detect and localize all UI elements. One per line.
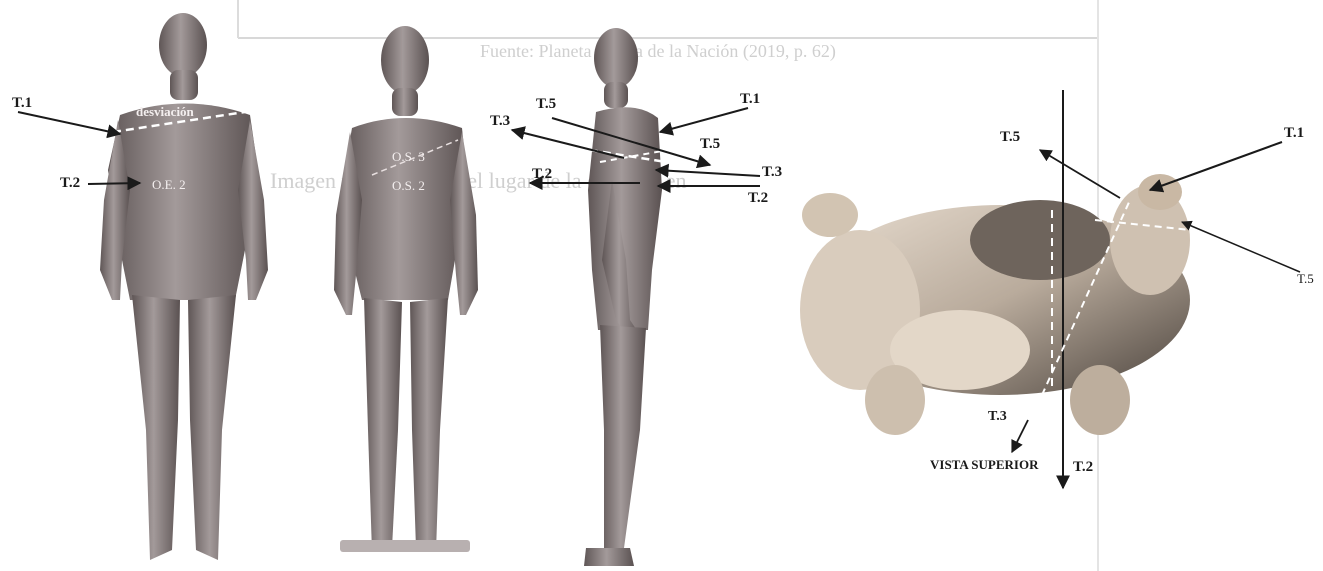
side-t2-arrow-a [656,170,760,176]
front-exit3-label: O.S. 3 [392,150,425,163]
back-view-figure [100,13,268,560]
top-t1-arrow [1150,142,1282,190]
top-label-t1: T.1 [1284,126,1304,141]
top-label-t3: T.3 [988,410,1007,424]
side-label-t3-right: T.3 [762,165,782,180]
top-view-caption: VISTA SUPERIOR [930,458,1038,471]
side-label-t1: T.1 [740,92,760,107]
side-label-t5-b: T.5 [700,137,720,152]
back-label-t1: T.1 [12,96,32,111]
top-view-figure [800,174,1190,435]
back-t1-arrow [18,112,120,134]
top-label-t5-a: T.5 [1000,130,1020,145]
side-t1-arrow [660,108,748,132]
back-entry-label: O.E. 2 [152,178,186,191]
top-t3-arrow [1012,420,1028,452]
top-t5-arrow [1182,222,1300,272]
top-label-t5-b: T.5 [1297,272,1314,285]
top-label-t2: T.2 [1073,460,1093,475]
front-exit2-label: O.S. 2 [392,179,425,192]
front-view-figure [334,26,478,552]
top-t5-exit-arrow [1040,150,1120,198]
side-label-t2-right: T.2 [748,191,768,206]
side-label-t2-exit: T.2 [532,167,552,182]
side-label-t3: T.3 [490,114,510,129]
side-label-t5-a: T.5 [536,97,556,112]
side-view-figure [584,28,662,566]
back-deviation-label: desviación [136,105,194,118]
back-t2-arrow [88,183,140,184]
back-label-t2: T.2 [60,176,80,191]
